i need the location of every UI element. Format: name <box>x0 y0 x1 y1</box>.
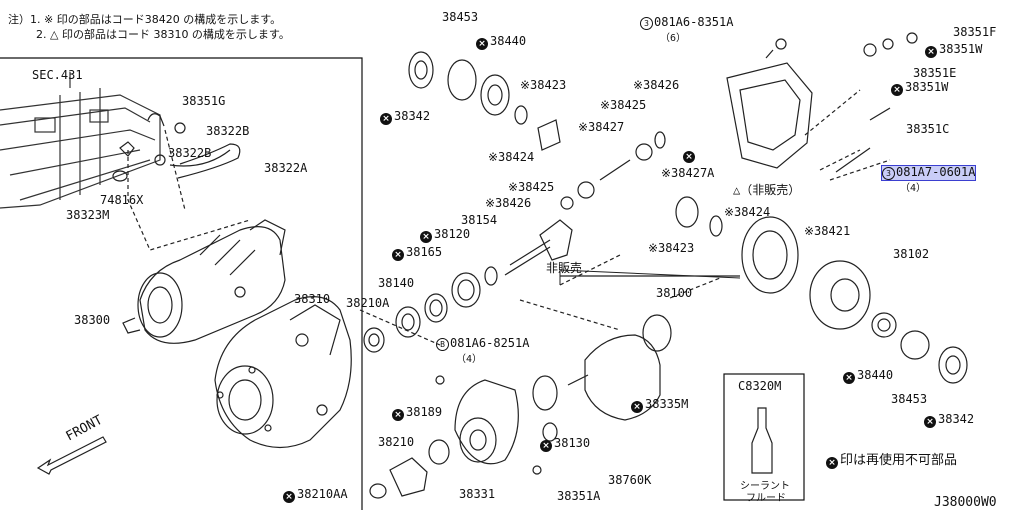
circle-3-mark: 3 <box>882 167 895 180</box>
circle-3-mark: 3 <box>640 17 653 30</box>
label-38427-not-reusable: × <box>683 148 697 163</box>
label-38140[interactable]: 38140 <box>378 276 415 290</box>
not-reusable-icon: × <box>826 457 838 469</box>
label-38210[interactable]: 38210 <box>378 435 415 449</box>
not-reusable-icon: × <box>540 440 552 452</box>
label-38351w-1[interactable]: ×38351W <box>925 43 982 58</box>
label-38351e[interactable]: 38351E <box>913 66 957 80</box>
label-38426-mid[interactable]: ※38426 <box>485 196 532 210</box>
label-38100[interactable]: 38100 <box>656 286 693 300</box>
label-bolt-8351a-qty: （6） <box>660 33 687 44</box>
not-reusable-icon: × <box>843 372 855 384</box>
label-38322a[interactable]: 38322A <box>264 161 308 175</box>
not-reusable-icon: × <box>891 84 903 96</box>
not-reusable-icon: × <box>683 151 695 163</box>
label-38351a[interactable]: 38351A <box>557 489 601 503</box>
label-38322b[interactable]: 38322B <box>206 124 250 138</box>
not-reusable-icon: × <box>420 231 432 243</box>
label-38424-top[interactable]: ※38424 <box>488 150 535 164</box>
not-reusable-icon: × <box>476 38 488 50</box>
label-38210aa[interactable]: ×38210AA <box>283 488 348 503</box>
label-38342-top[interactable]: ×38342 <box>380 110 430 125</box>
label-38423-mid[interactable]: ※38423 <box>648 241 695 255</box>
pinion-bearings-drawing <box>363 219 573 353</box>
guide-lines <box>127 89 891 346</box>
label-38300[interactable]: 38300 <box>74 313 111 327</box>
label-38426-top[interactable]: ※38426 <box>633 78 680 92</box>
breather-hose-drawing <box>112 113 241 182</box>
label-38331[interactable]: 38331 <box>459 487 496 501</box>
label-38427[interactable]: ※38427 <box>578 120 625 134</box>
label-38351w-2[interactable]: ×38351W <box>891 81 948 96</box>
crossmember-drawing <box>0 72 161 209</box>
label-38423-top[interactable]: ※38423 <box>520 78 567 92</box>
label-38154[interactable]: 38154 <box>461 213 498 227</box>
label-38425-top[interactable]: ※38425 <box>600 98 647 112</box>
not-reusable-icon: × <box>631 401 643 413</box>
label-38425-mid[interactable]: ※38425 <box>508 180 555 194</box>
ring-gear-drawing <box>559 216 968 384</box>
side-bearings-top-drawing <box>408 51 561 151</box>
sealant-box-frame <box>723 373 805 501</box>
side-gears-drawing <box>560 131 723 237</box>
legend-not-reusable: ×印は再使用不可部品 <box>826 454 957 469</box>
inset-frame <box>0 57 363 510</box>
label-not-sold-cover: △（非販売） <box>733 183 801 197</box>
gear-carrier-drawing <box>214 296 352 449</box>
not-reusable-icon: × <box>924 416 936 428</box>
label-38342-bot[interactable]: ×38342 <box>924 413 974 428</box>
lower-parts-drawing <box>369 314 672 499</box>
label-38165[interactable]: ×38165 <box>392 246 442 261</box>
label-38760k[interactable]: 38760K <box>608 473 652 487</box>
label-38322b-2[interactable]: 38322B <box>168 146 212 160</box>
label-38424-mid[interactable]: ※38424 <box>724 205 771 219</box>
not-reusable-icon: × <box>925 46 937 58</box>
label-38335m[interactable]: ×38335M <box>631 398 688 413</box>
sealant-text-1: シーラント <box>740 481 790 492</box>
label-38421[interactable]: ※38421 <box>804 224 851 238</box>
label-38120[interactable]: ×38120 <box>420 228 470 243</box>
differential-assembly-drawing <box>122 219 286 344</box>
circle-b-mark: B <box>436 338 449 351</box>
label-38310[interactable]: 38310 <box>294 292 331 306</box>
label-38351g[interactable]: 38351G <box>182 94 226 108</box>
label-not-sold: 非販売 <box>546 261 583 275</box>
label-38427a[interactable]: ※38427A <box>661 166 715 180</box>
label-38453-top[interactable]: 38453 <box>442 10 479 24</box>
not-reusable-icon: × <box>283 491 295 503</box>
not-reusable-icon: × <box>380 113 392 125</box>
label-38440-top[interactable]: ×38440 <box>476 35 526 50</box>
label-38351f[interactable]: 38351F <box>953 25 997 39</box>
label-38351c[interactable]: 38351C <box>906 122 950 136</box>
front-arrow-icon <box>36 436 107 475</box>
diagram-code: J38000W0 <box>934 495 997 510</box>
label-38440-bot[interactable]: ×38440 <box>843 369 893 384</box>
label-74816x[interactable]: 74816X <box>100 193 144 207</box>
label-bolt-8251a-qty: （4） <box>456 354 483 365</box>
label-38210a[interactable]: 38210A <box>346 296 390 310</box>
label-38189[interactable]: ×38189 <box>392 406 442 421</box>
note-line-1: 注）1. ※ 印の部品はコード38420 の構成を示します。 <box>8 13 282 26</box>
not-reusable-icon: × <box>392 249 404 261</box>
label-38453-bot[interactable]: 38453 <box>891 392 928 406</box>
label-38130[interactable]: ×38130 <box>540 437 590 452</box>
label-38102[interactable]: 38102 <box>893 247 930 261</box>
label-bolt-0601a-qty: （4） <box>900 183 927 194</box>
label-38323m[interactable]: 38323M <box>66 208 110 222</box>
not-reusable-icon: × <box>392 409 404 421</box>
note-line-2: 2. △ 印の部品はコード 38310 の構成を示します。 <box>36 28 290 41</box>
sealant-text-2: フルード <box>746 493 786 504</box>
rear-cover-drawing <box>726 32 918 173</box>
sealant-code[interactable]: C8320M <box>738 379 782 393</box>
label-sec431[interactable]: SEC.431 <box>32 68 83 82</box>
